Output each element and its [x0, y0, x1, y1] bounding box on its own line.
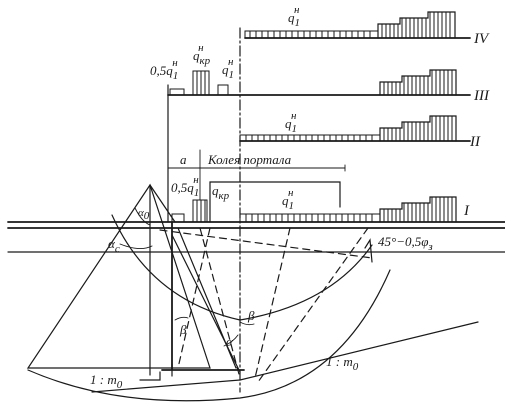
case-iii-stepped-load: [379, 69, 457, 96]
case-ii-stepped-load: [379, 115, 457, 142]
vertical-references: [149, 27, 241, 393]
dashed-horizontal-ray: [159, 229, 373, 259]
load-case-iii: 0,5q1н qкрн q1н III: [150, 42, 490, 104]
slip-arc-upper: [111, 214, 373, 321]
angle-labels: αc α0 α β β 45°−0,5φз 1 : m0 1 : m0: [90, 207, 433, 391]
case-ii-load-hatch: [245, 135, 373, 141]
case-ii-load-label: q1н: [285, 110, 297, 135]
alpha-label: α: [226, 334, 234, 349]
case-i-q1-label: q1н: [282, 187, 294, 212]
case-i-load-hatch: [245, 214, 373, 222]
portal-gauge-label: Колея портала: [207, 152, 292, 167]
case-iv-load-label: q1н: [288, 4, 300, 29]
slope-right-line: [239, 321, 479, 381]
slope-left-line: [91, 379, 241, 393]
case-i-numeral: I: [463, 203, 470, 219]
case-i-load-band: [239, 213, 381, 223]
wedge-angle-label: 45°−0,5φз: [378, 234, 433, 253]
slope-left-label: 1 : m0: [90, 372, 123, 391]
beta-right-arc: [239, 321, 255, 326]
case-iii-numeral: III: [473, 88, 490, 104]
case-i-stepped-load: [379, 196, 457, 223]
dashed-wedge-far: [257, 227, 369, 383]
alpha0-ray: [149, 184, 176, 223]
case-i-portal-outline: [209, 181, 341, 223]
slope-right-label: 1 : m0: [326, 354, 359, 373]
beta-left-label: β: [179, 322, 187, 337]
case-iii-q1-load: [217, 84, 229, 96]
case-iv-load-hatch: [249, 31, 371, 38]
dashed-wedge-left: [199, 227, 241, 379]
case-i-step-hatch: [383, 197, 453, 222]
load-case-i: 0,5q1н qкр q1н I: [7, 174, 505, 253]
case-i-crane-label: qкр: [212, 183, 230, 202]
case-iii-q1-label: q1н: [222, 56, 234, 81]
case-iv-numeral: IV: [473, 31, 490, 47]
case-i-crane-load: [192, 199, 208, 223]
case-ii-numeral: II: [469, 134, 481, 150]
dashed-wedge-right: [254, 227, 291, 379]
case-iii-half-load: [169, 88, 185, 96]
case-iii-step-hatch: [383, 70, 453, 95]
alpha0-arc: [134, 207, 151, 226]
case-ii-step-hatch: [383, 116, 453, 141]
beta-right-label: β: [247, 308, 255, 323]
beta-left-arc: [174, 316, 189, 321]
case-iii-crane-label: qкрн: [193, 42, 211, 67]
slip-arc-lower: [27, 269, 391, 402]
dashed-wedge-left-2: [177, 227, 211, 369]
alpha-arc: [223, 334, 239, 347]
load-case-iv: q1н IV: [244, 4, 490, 47]
slope-marker-left: [139, 371, 161, 381]
slip-analysis: [26, 183, 479, 402]
case-i-crane-hatch: [196, 200, 206, 222]
case-iv-step-hatch: [381, 12, 451, 38]
case-i-half-label: 0,5q1н: [171, 174, 199, 199]
case-iii-crane-hatch: [196, 71, 206, 95]
alpha-0-label: α0: [138, 207, 150, 222]
wedge-angle-marker: [364, 238, 373, 263]
dimension-a-label: a: [180, 152, 187, 167]
alpha-c-label: αc: [108, 236, 120, 255]
alphac-arc: [119, 243, 153, 249]
case-iii-half-label: 0,5q1н: [150, 57, 178, 82]
load-case-ii: q1н II: [239, 110, 481, 150]
left-wedge-triangle: [26, 183, 211, 369]
